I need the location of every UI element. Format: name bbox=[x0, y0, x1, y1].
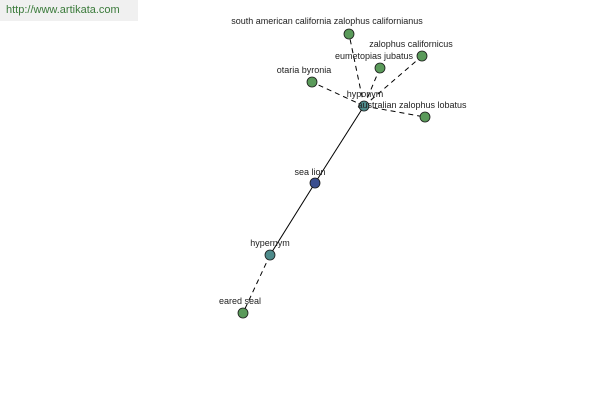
node-label-eared-seal: eared seal bbox=[219, 296, 261, 306]
edge-sea-lion-hypernym bbox=[269, 182, 316, 256]
edge-hyponym-eumetopias-jubatus bbox=[363, 67, 381, 107]
edge-hypernym-eared-seal bbox=[242, 254, 271, 314]
edge-hyponym-zalophus-californicus bbox=[363, 55, 423, 107]
edge-sea-lion-hyponym bbox=[314, 105, 365, 184]
node-label-hypernym: hypernym bbox=[250, 238, 290, 248]
node-zalophus-californicus[interactable] bbox=[416, 50, 428, 62]
node-label-otaria-byronia: otaria byronia bbox=[277, 65, 332, 75]
node-eared-seal[interactable] bbox=[237, 307, 249, 319]
node-south-american[interactable] bbox=[343, 28, 355, 40]
node-label-zalophus-californicus: zalophus californicus bbox=[369, 39, 453, 49]
node-label-australian: australian zalophus lobatus bbox=[357, 100, 467, 110]
graph-nodes bbox=[237, 28, 431, 319]
edge-hyponym-australian bbox=[363, 105, 426, 118]
node-sea-lion[interactable] bbox=[309, 177, 321, 189]
graph-edges bbox=[242, 33, 426, 314]
node-otaria-byronia[interactable] bbox=[306, 76, 318, 88]
node-hyponym[interactable] bbox=[358, 100, 370, 112]
node-label-hyponym: hyponym bbox=[347, 89, 384, 99]
node-eumetopias-jubatus[interactable] bbox=[374, 62, 386, 74]
node-label-eumetopias-jubatus: eumetopias jubatus bbox=[335, 51, 414, 61]
edge-hyponym-otaria-byronia bbox=[311, 81, 365, 107]
node-hypernym[interactable] bbox=[264, 249, 276, 261]
node-label-south-american: south american california zalophus calif… bbox=[231, 16, 423, 26]
node-label-sea-lion: sea lion bbox=[294, 167, 325, 177]
graph-labels: south american california zalophus calif… bbox=[219, 16, 467, 306]
edge-hyponym-south-american bbox=[348, 33, 365, 107]
node-australian[interactable] bbox=[419, 111, 431, 123]
watermark-url: http://www.artikata.com bbox=[0, 0, 138, 21]
